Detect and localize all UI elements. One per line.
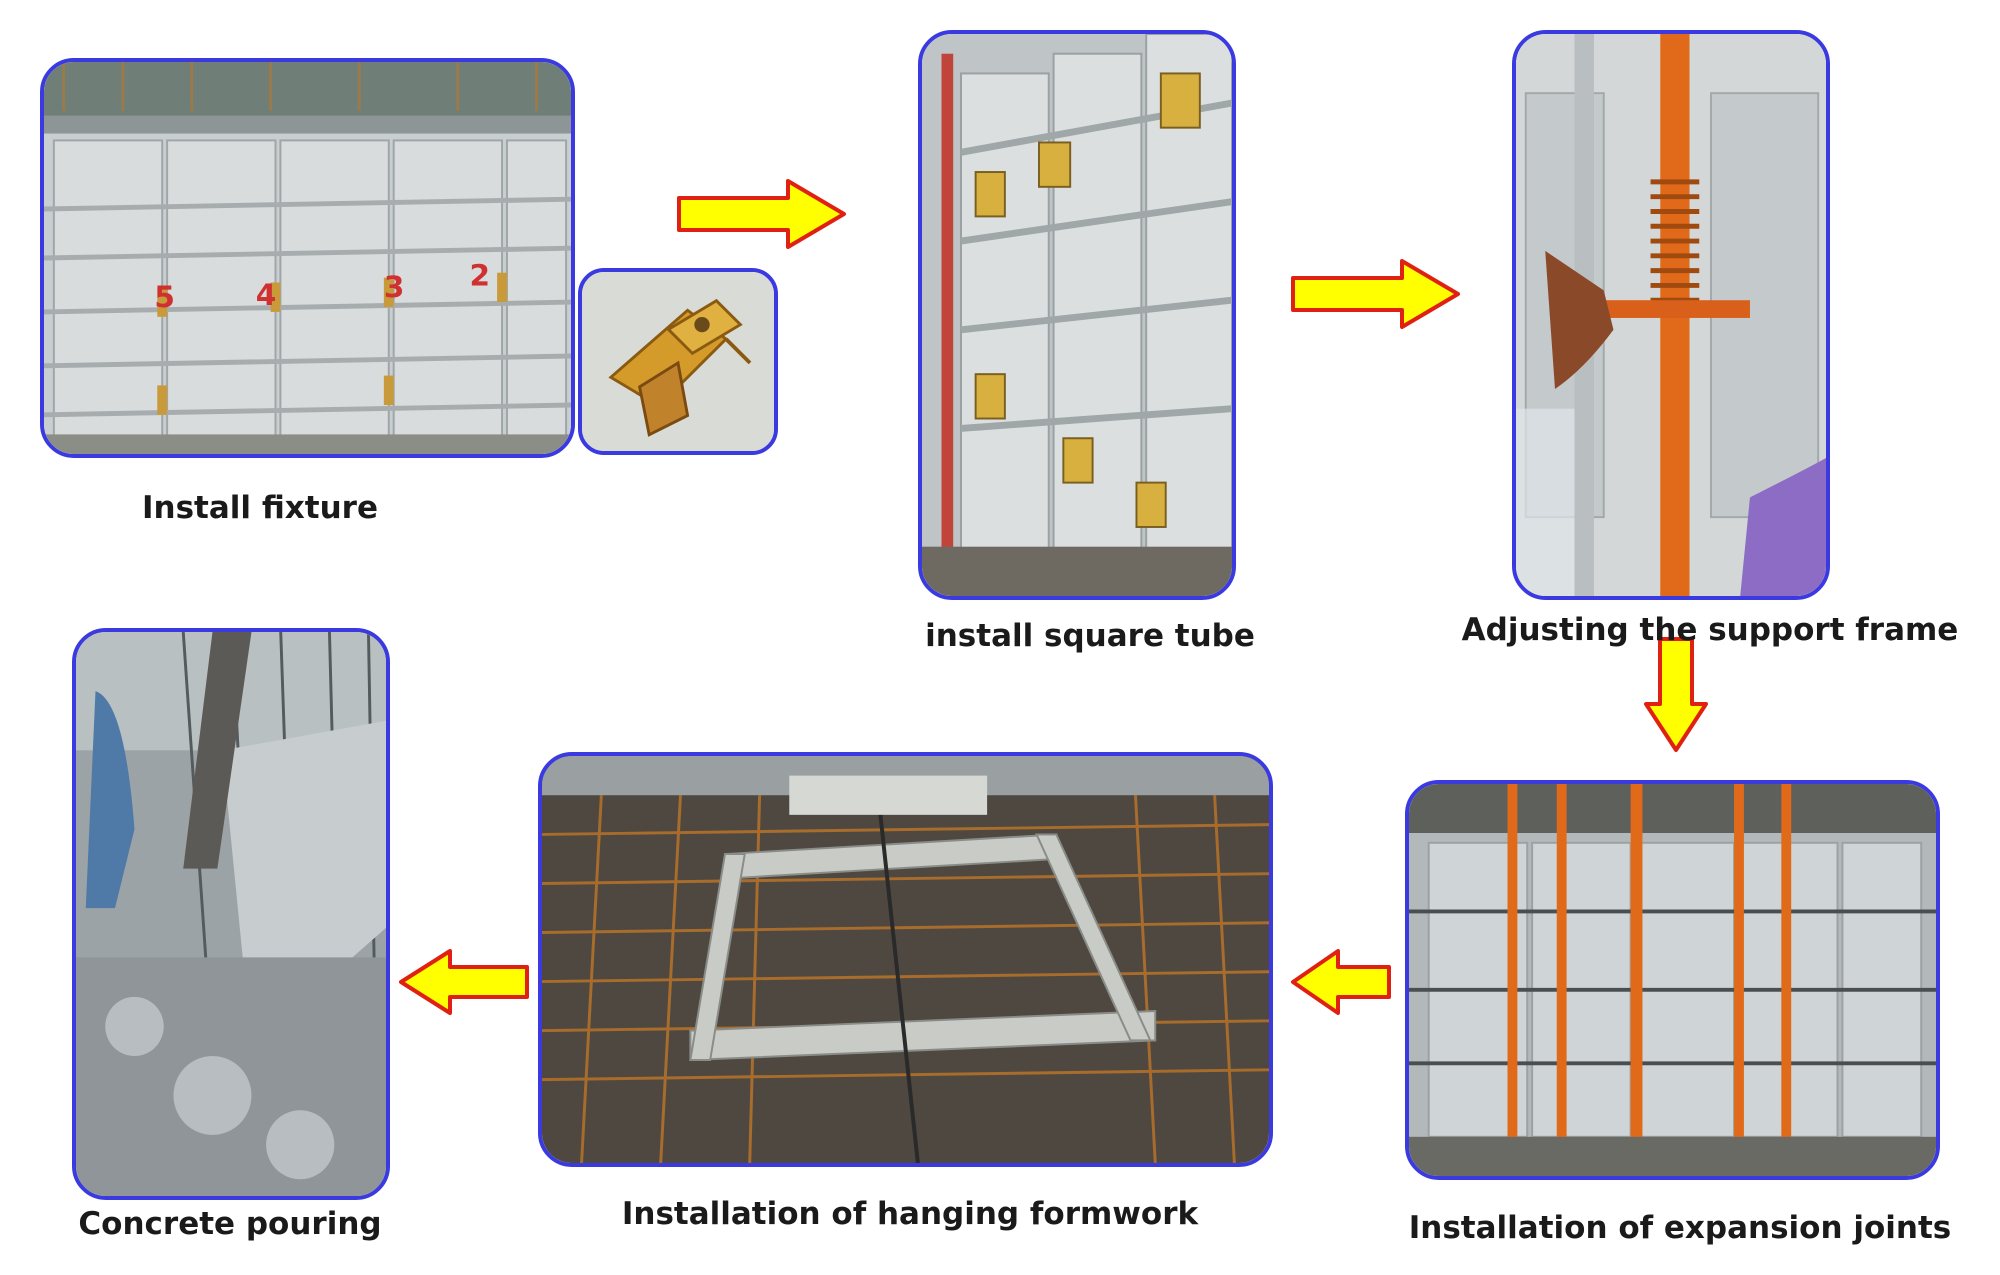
photo-hanging-formwork [538, 752, 1273, 1167]
photo-fixture-clamp [578, 268, 778, 455]
photo-adjust-support-frame [1512, 30, 1830, 600]
svg-text:2: 2 [470, 259, 491, 293]
arrow-left-icon [1290, 948, 1392, 1016]
photo-install-square-tube [918, 30, 1236, 600]
svg-text:5: 5 [154, 280, 175, 314]
arrow-right-icon [676, 178, 848, 250]
caption-adjust-support-frame: Adjusting the support frame [1461, 612, 1959, 648]
photo-install-fixture: 5 4 3 2 [40, 58, 575, 458]
arrow-left-icon [398, 948, 530, 1016]
caption-expansion-joints: Installation of expansion joints [1408, 1210, 1952, 1246]
photo-expansion-joints [1405, 780, 1940, 1180]
arrow-down-icon [1643, 636, 1709, 754]
caption-hanging-formwork: Installation of hanging formwork [621, 1196, 1199, 1232]
caption-install-fixture: Install fixture [141, 490, 378, 526]
svg-text:4: 4 [256, 278, 277, 312]
caption-concrete-pouring: Concrete pouring [78, 1206, 382, 1242]
fixture-clamp-icon [608, 298, 752, 437]
svg-text:3: 3 [384, 270, 405, 304]
photo-concrete-pouring [72, 628, 390, 1200]
caption-install-square-tube: install square tube [925, 618, 1255, 654]
arrow-right-icon [1290, 258, 1462, 330]
